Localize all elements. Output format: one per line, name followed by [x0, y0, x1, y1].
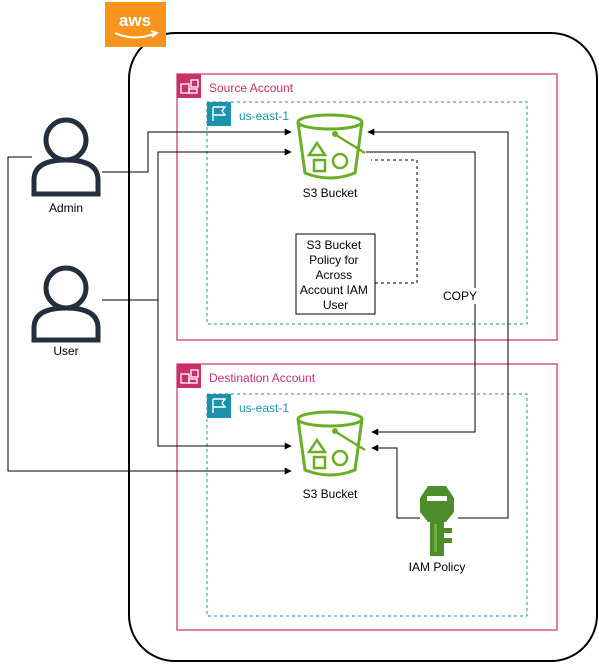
admin-label: Admin — [49, 201, 83, 215]
flag-icon — [207, 102, 231, 126]
connector-user-to-destination-bucket — [157, 300, 292, 450]
destination-account-group — [176, 363, 558, 631]
policy-note-line: Account IAM — [300, 283, 368, 297]
policy-note-line: User — [323, 298, 348, 312]
source-bucket-label: S3 Bucket — [303, 186, 358, 200]
connector-iam-to-source-bucket — [367, 128, 509, 519]
user-label: User — [53, 344, 78, 358]
source-account-title: Source Account — [209, 81, 294, 95]
connector-user-to-source-bucket — [102, 148, 292, 301]
source-region-label: us-east-1 — [239, 109, 289, 123]
svg-text:S3 Bucket Policy for A: S3 Bucket Policy for Across Account IAM … — [300, 238, 371, 312]
connector-iam-to-destination-bucket — [371, 444, 420, 519]
iam-policy-label: IAM Policy — [409, 560, 466, 574]
account-icon — [177, 74, 201, 98]
connector-policy-to-bucket — [371, 159, 418, 284]
destination-region-group — [206, 393, 528, 617]
copy-label: COPY — [443, 289, 477, 303]
policy-note-line: Policy for — [309, 253, 358, 267]
destination-account-title: Destination Account — [209, 371, 316, 385]
policy-note-line: Across — [315, 268, 352, 282]
bucket-policy-note — [295, 233, 376, 315]
destination-region-label: us-east-1 — [239, 401, 289, 415]
policy-note-line: S3 Bucket — [306, 238, 361, 252]
source-account-group — [176, 73, 558, 341]
aws-logo-text: aws — [119, 11, 151, 30]
aws-cloud-group — [128, 32, 598, 662]
s3-bucket-icon — [296, 410, 366, 477]
connector-admin-to-destination-bucket — [7, 156, 292, 475]
user-icon — [31, 265, 101, 343]
aws-logo: aws — [105, 2, 166, 47]
account-icon — [177, 364, 201, 388]
destination-bucket-label: S3 Bucket — [303, 487, 358, 501]
flag-icon — [207, 394, 231, 418]
source-region-group — [206, 101, 528, 325]
admin-user-icon — [31, 117, 101, 197]
s3-bucket-icon — [296, 113, 366, 180]
iam-key-icon — [420, 486, 454, 556]
connector-admin-to-source-bucket — [102, 128, 292, 173]
